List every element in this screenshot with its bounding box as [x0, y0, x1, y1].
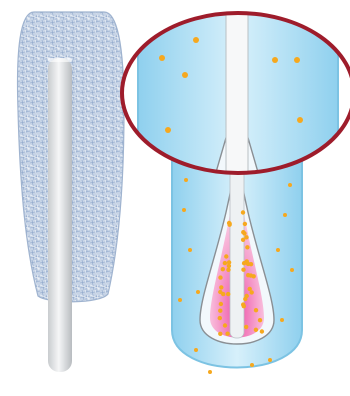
swab-stick	[48, 58, 72, 372]
particle	[218, 309, 222, 313]
particle	[276, 248, 280, 252]
particle	[244, 235, 248, 239]
particle	[182, 208, 186, 212]
particle	[178, 298, 182, 302]
magnified-view	[120, 0, 350, 190]
particle	[227, 264, 231, 268]
particle	[165, 127, 171, 133]
particle	[159, 55, 165, 61]
particle	[184, 178, 188, 182]
particle	[223, 261, 227, 265]
particle	[223, 323, 227, 327]
particle	[226, 268, 230, 272]
particle	[218, 332, 222, 336]
particle	[227, 221, 231, 225]
transport-tube-icon	[172, 150, 302, 374]
particle	[226, 292, 230, 296]
particle	[241, 268, 245, 272]
particle	[193, 37, 199, 43]
particle	[249, 262, 253, 266]
particle	[194, 348, 198, 352]
particle	[260, 329, 264, 333]
particle	[252, 274, 256, 278]
particle	[272, 57, 278, 63]
particle	[208, 370, 212, 374]
particle	[288, 183, 292, 187]
particle	[243, 297, 247, 301]
particle	[283, 213, 287, 217]
particle	[290, 268, 294, 272]
tube-stick	[230, 150, 244, 338]
particle	[221, 267, 225, 271]
particle	[250, 363, 254, 367]
particle	[221, 292, 225, 296]
particle	[294, 57, 300, 63]
particle	[243, 222, 247, 226]
particle	[219, 302, 223, 306]
particle	[196, 290, 200, 294]
particle	[268, 358, 272, 362]
particle	[244, 325, 248, 329]
particle	[218, 275, 222, 279]
particle	[280, 318, 284, 322]
particle	[224, 254, 228, 258]
particle	[297, 117, 303, 123]
flocked-swab-icon	[18, 12, 124, 372]
particle	[225, 332, 229, 336]
particle	[258, 318, 262, 322]
particle	[248, 287, 252, 291]
particle	[254, 308, 258, 312]
particle	[242, 261, 246, 265]
particle	[241, 230, 245, 234]
particle	[254, 328, 258, 332]
particle	[182, 72, 188, 78]
particle	[245, 245, 249, 249]
particle	[219, 285, 223, 289]
particle	[241, 210, 245, 214]
particle	[218, 316, 222, 320]
particle	[241, 302, 245, 306]
particle	[188, 248, 192, 252]
